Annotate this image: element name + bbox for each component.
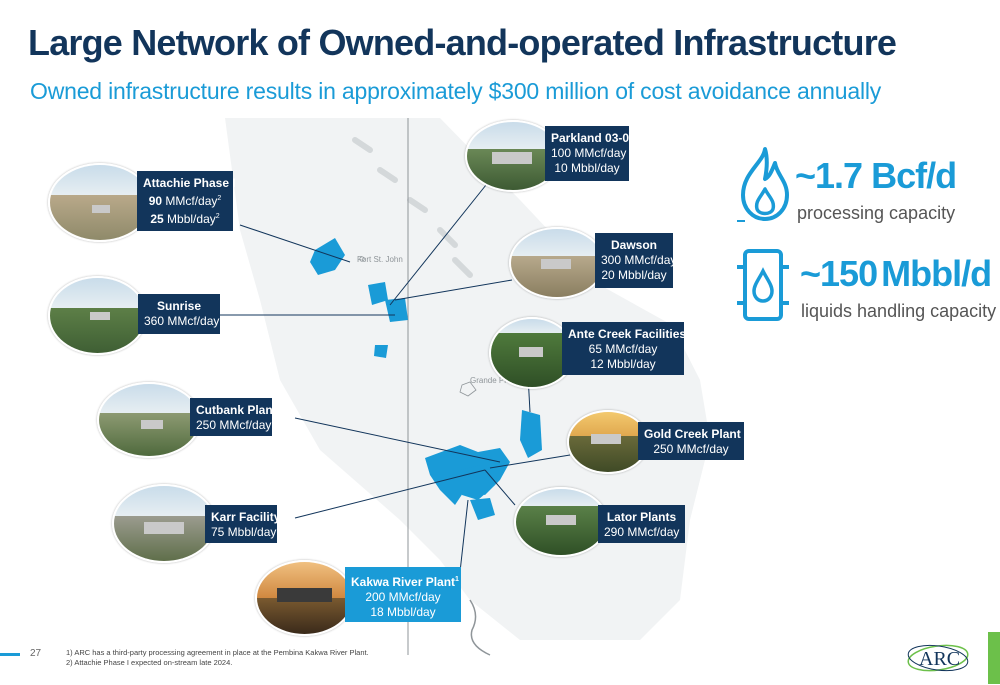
processing-label: processing capacity — [797, 203, 956, 223]
gold-creek-photo — [567, 410, 649, 474]
gold-creek-label: Gold Creek Plant 250 MMcf/day — [638, 422, 744, 460]
ante-creek-label: Ante Creek Facilities 65 MMcf/day 12 Mbb… — [562, 322, 686, 375]
lator-label: Lator Plants 290 MMcf/day — [598, 505, 685, 543]
oil-barrel-icon — [737, 249, 789, 321]
svg-text:ARC: ARC — [919, 648, 960, 670]
karr-photo — [112, 484, 216, 563]
attachie-photo — [48, 163, 152, 242]
cutbank-label: Cutbank Plant 250 MMcf/day — [190, 398, 277, 436]
processing-value: ~1.7 Bcf/d — [795, 155, 957, 196]
brand-green-bar — [988, 632, 1000, 684]
liquids-label: liquids handling capacity — [801, 301, 997, 321]
mountain-texture — [352, 137, 473, 278]
sunrise-photo — [48, 276, 147, 355]
sunrise-label: Sunrise 360 MMcf/day — [138, 294, 220, 334]
parkland-photo — [465, 120, 561, 192]
land-holdings — [310, 238, 542, 520]
dawson-label: Dawson 300 MMcf/day 20 Mbbl/day — [595, 233, 676, 288]
cutbank-photo — [97, 382, 201, 458]
footnotes: 1) ARC has a third-party processing agre… — [66, 648, 369, 668]
kakwa-photo — [255, 560, 354, 636]
page-title: Large Network of Owned-and-operated Infr… — [28, 22, 897, 63]
grande-prairie-shape — [459, 381, 477, 397]
attachie-label: Attachie Phase I 90 MMcf/day2 25 Mbbl/da… — [137, 171, 236, 231]
kakwa-label: Kakwa River Plant1 200 MMcf/day 18 Mbbl/… — [345, 567, 461, 622]
city-label-fort-st-john: Fort St. John — [357, 255, 403, 264]
karr-label: Karr Facility 75 Mbbl/day — [205, 505, 280, 543]
connector-lines — [220, 179, 571, 573]
parkland-label: Parkland 03-09 100 MMcf/day 10 Mbbl/day — [545, 126, 636, 181]
footer-accent-bar — [0, 653, 20, 656]
river — [469, 599, 491, 656]
fort-st-john-marker — [359, 256, 365, 262]
flame-icon — [737, 147, 789, 222]
footnote-1: 1) ARC has a third-party processing agre… — [66, 648, 369, 657]
ante-creek-photo — [489, 317, 575, 389]
page-number: 27 — [30, 648, 42, 659]
page-subtitle: Owned infrastructure results in approxim… — [30, 78, 882, 104]
dawson-photo — [509, 227, 605, 299]
footnote-2: 2) Attachie Phase I expected on-stream l… — [66, 658, 233, 667]
lator-photo — [514, 487, 608, 557]
arc-logo: ARC — [905, 640, 975, 681]
